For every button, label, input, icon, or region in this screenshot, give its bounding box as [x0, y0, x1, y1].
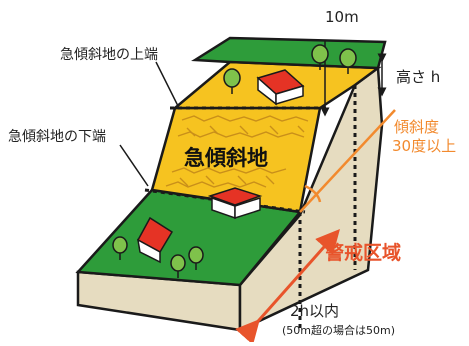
distance-label: 2h以内: [290, 302, 340, 320]
angle-label-line2: 30度以上: [392, 137, 457, 155]
bottom-edge-label: 急傾斜地の下端: [8, 129, 106, 145]
tree-icon: [188, 246, 204, 270]
slope-main-label: 急傾斜地: [184, 146, 268, 170]
tree-icon: [170, 254, 186, 278]
angle-label-line1: 傾斜度: [394, 118, 440, 136]
upper-grass: [191, 36, 387, 70]
width-label: 10m: [325, 8, 359, 26]
height-label: 高さ h: [396, 68, 441, 86]
angle-arc: [304, 184, 322, 203]
house-icon: [256, 69, 305, 106]
tree-icon: [339, 48, 357, 74]
house-icon: [136, 216, 174, 264]
slope-texture: [165, 115, 309, 188]
bottom-edge-leader: [119, 144, 149, 187]
tree-icon: [311, 44, 329, 70]
top-edge-leader: [155, 61, 179, 107]
warning-zone-label: 警戒区域: [325, 242, 402, 264]
tree-icon: [112, 236, 128, 260]
distance-note-label: (50m超の場合は50m): [282, 324, 396, 337]
warning-zone-arrow: [235, 229, 340, 345]
tree-icon: [223, 68, 241, 94]
top-edge-label: 急傾斜地の上端: [60, 47, 158, 63]
house-icon: [207, 187, 263, 220]
